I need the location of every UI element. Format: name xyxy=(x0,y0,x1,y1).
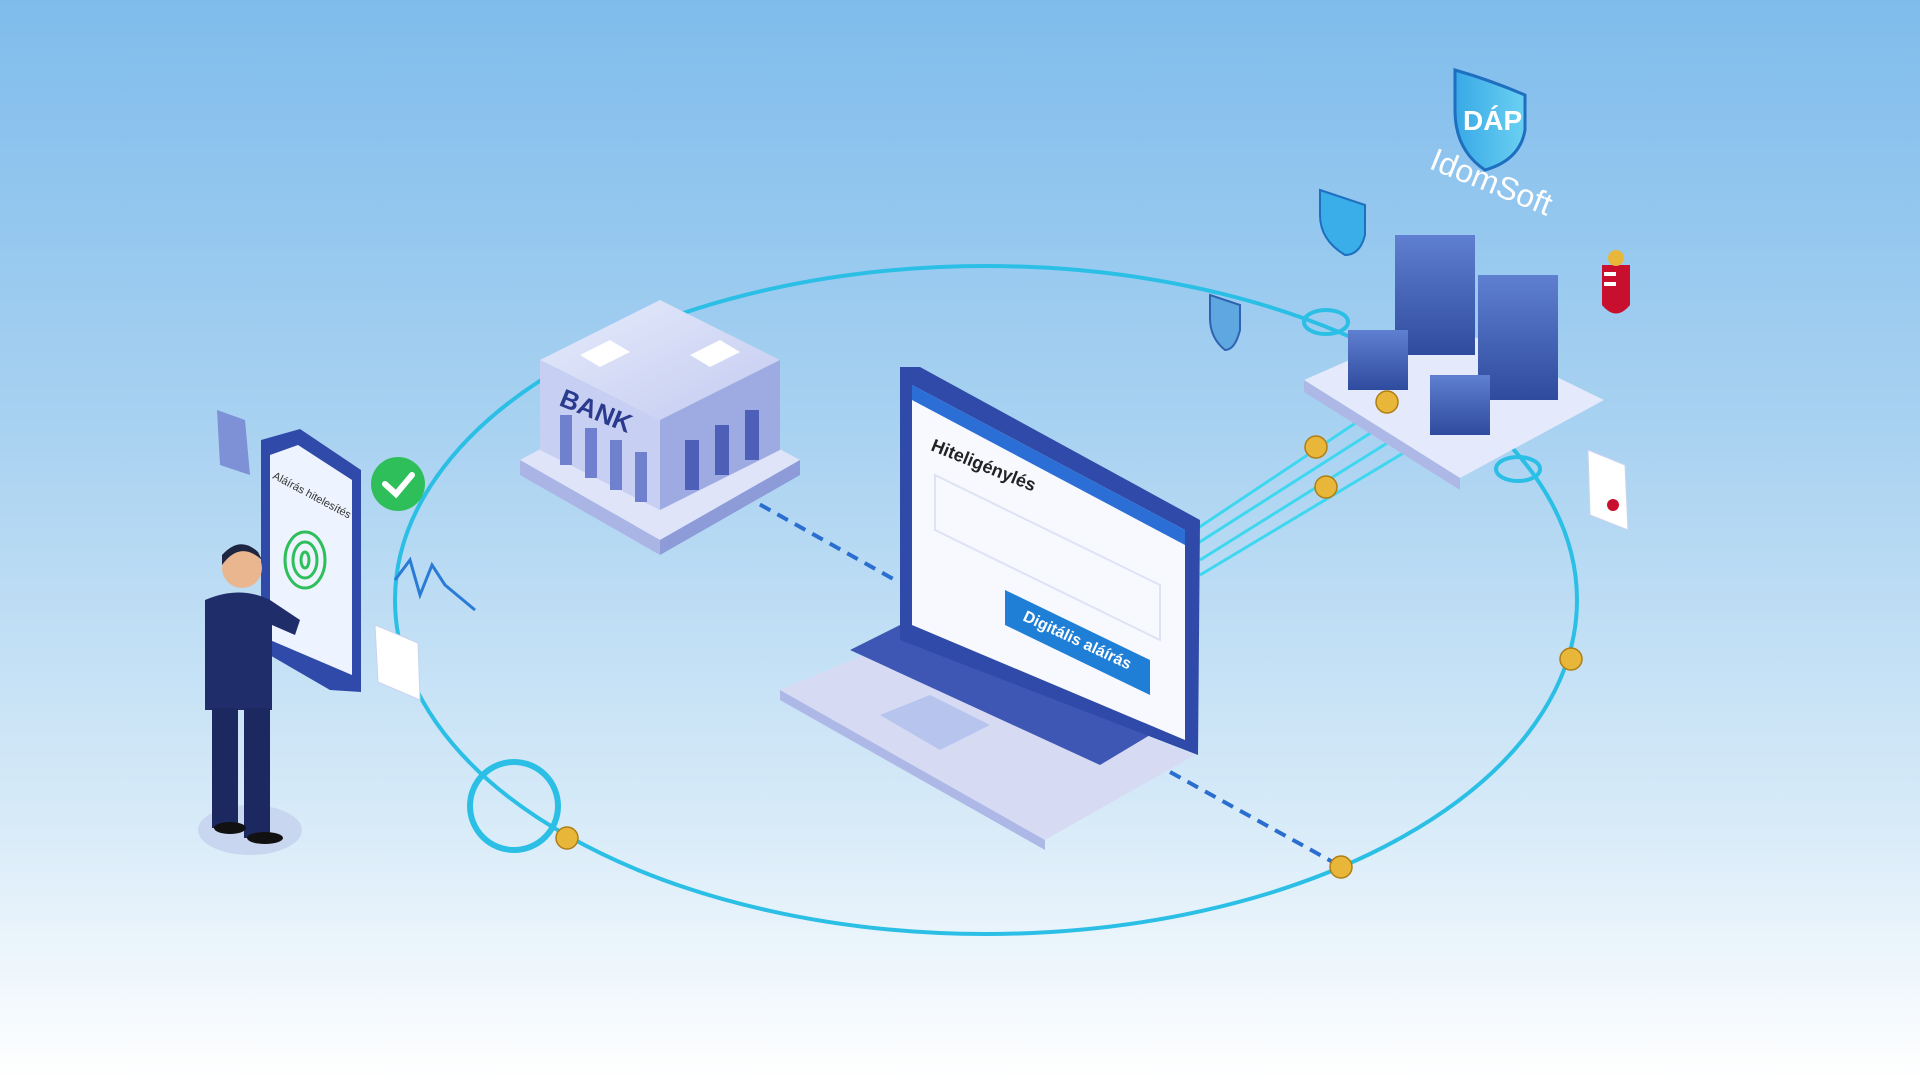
ring-node xyxy=(467,759,561,853)
connection-ring xyxy=(393,264,1579,936)
dap-shield-icon: DÁP xyxy=(1453,68,1527,172)
ring-node xyxy=(1494,455,1542,483)
shield-icon xyxy=(1319,188,1366,257)
ring-node xyxy=(1302,308,1350,336)
dashed-link xyxy=(724,483,896,582)
server-cluster xyxy=(1304,235,1604,490)
laptop: Hiteligénylés Digitális aláírás xyxy=(780,367,1200,850)
hungarian-coat-of-arms-icon xyxy=(1602,250,1630,314)
shield-icon xyxy=(1209,293,1241,352)
dashed-link xyxy=(1169,770,1341,868)
certificate-icon xyxy=(1587,449,1629,531)
fingerprint-icon xyxy=(283,530,327,590)
businessman xyxy=(205,544,300,844)
document-icon xyxy=(374,624,421,701)
document-icon xyxy=(217,410,250,475)
check-circle-icon xyxy=(371,457,425,511)
signature-wave-icon xyxy=(393,556,476,612)
svg-text:DÁP: DÁP xyxy=(1463,105,1522,136)
smartphone: Aláírás hitelesítés xyxy=(261,429,361,692)
lock-icons xyxy=(555,390,1583,879)
bank-building: BANK xyxy=(520,300,800,555)
